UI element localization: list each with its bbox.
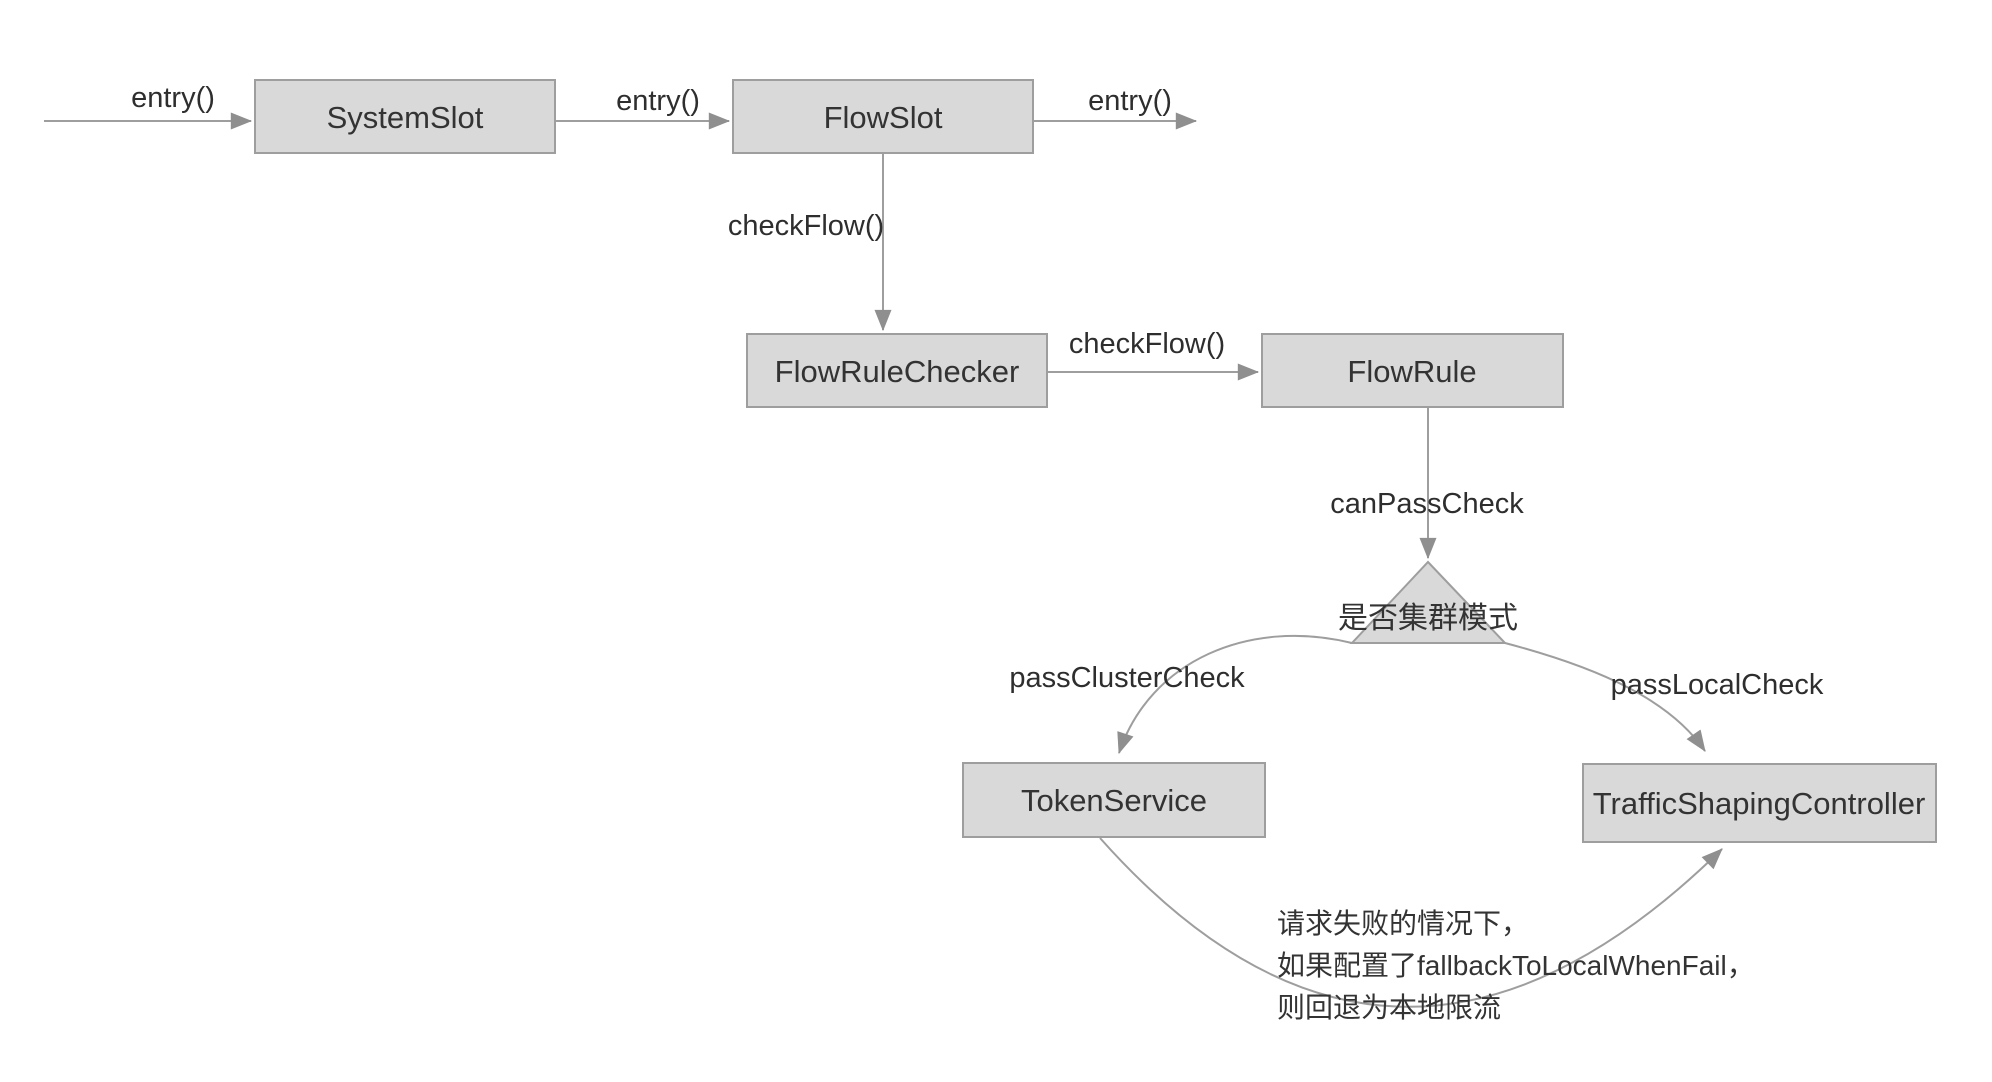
node-trafficshapingcontroller: [1582, 763, 1937, 843]
decision-label: 是否集群模式: [1338, 602, 1518, 635]
edge-label-entry-end: entry(): [1088, 85, 1172, 117]
edge-label-entry-mid: entry(): [616, 85, 700, 117]
node-label-flowslot: FlowSlot: [824, 100, 943, 135]
node-label-flowrule: FlowRule: [1347, 354, 1476, 389]
fallback-note-line-2: 如果配置了fallbackToLocalWhenFail，: [1277, 950, 1755, 981]
edge-decision-to-tokenservice: [1117, 635, 1353, 755]
decision-triangle: [1349, 560, 1508, 644]
edge-labels-group: entry() entry() entry() checkFlow() chec…: [131, 82, 1824, 701]
fallback-note-line-3: 则回退为本地限流: [1277, 992, 1501, 1023]
edge-tokenservice-to-trafficshapingcontroller: [1099, 837, 1723, 1008]
node-systemslot: [254, 79, 556, 154]
node-flowrule: [1261, 333, 1564, 408]
fallback-note: 请求失败的情况下， 如果配置了fallbackToLocalWhenFail， …: [1277, 908, 1755, 1023]
edge-label-entry-start: entry(): [131, 82, 215, 114]
node-label-tokenservice: TokenService: [1021, 783, 1207, 818]
node-labels-group: SystemSlot FlowSlot FlowRuleChecker Flow…: [327, 100, 1926, 821]
node-label-trafficshapingcontroller: TrafficShapingController: [1593, 786, 1926, 821]
edge-label-passclustercheck: passClusterCheck: [1009, 662, 1245, 694]
node-tokenservice: [962, 762, 1266, 838]
node-label-flowrulechecker: FlowRuleChecker: [775, 354, 1020, 389]
edge-decision-to-trafficshapingcontroller: [1504, 642, 1706, 752]
nodes-group: [254, 79, 1937, 843]
edge-label-passlocalcheck: passLocalCheck: [1611, 669, 1824, 701]
node-label-systemslot: SystemSlot: [327, 100, 484, 135]
edge-label-checkflow-down: checkFlow(): [728, 210, 884, 242]
node-flowslot: [732, 79, 1034, 154]
node-flowrulechecker: [746, 333, 1048, 408]
fallback-note-line-1: 请求失败的情况下，: [1277, 908, 1529, 939]
edge-label-canpasscheck: canPassCheck: [1330, 488, 1524, 520]
edge-label-checkflow-right: checkFlow(): [1069, 328, 1225, 360]
connectors-group: [44, 112, 1723, 1008]
